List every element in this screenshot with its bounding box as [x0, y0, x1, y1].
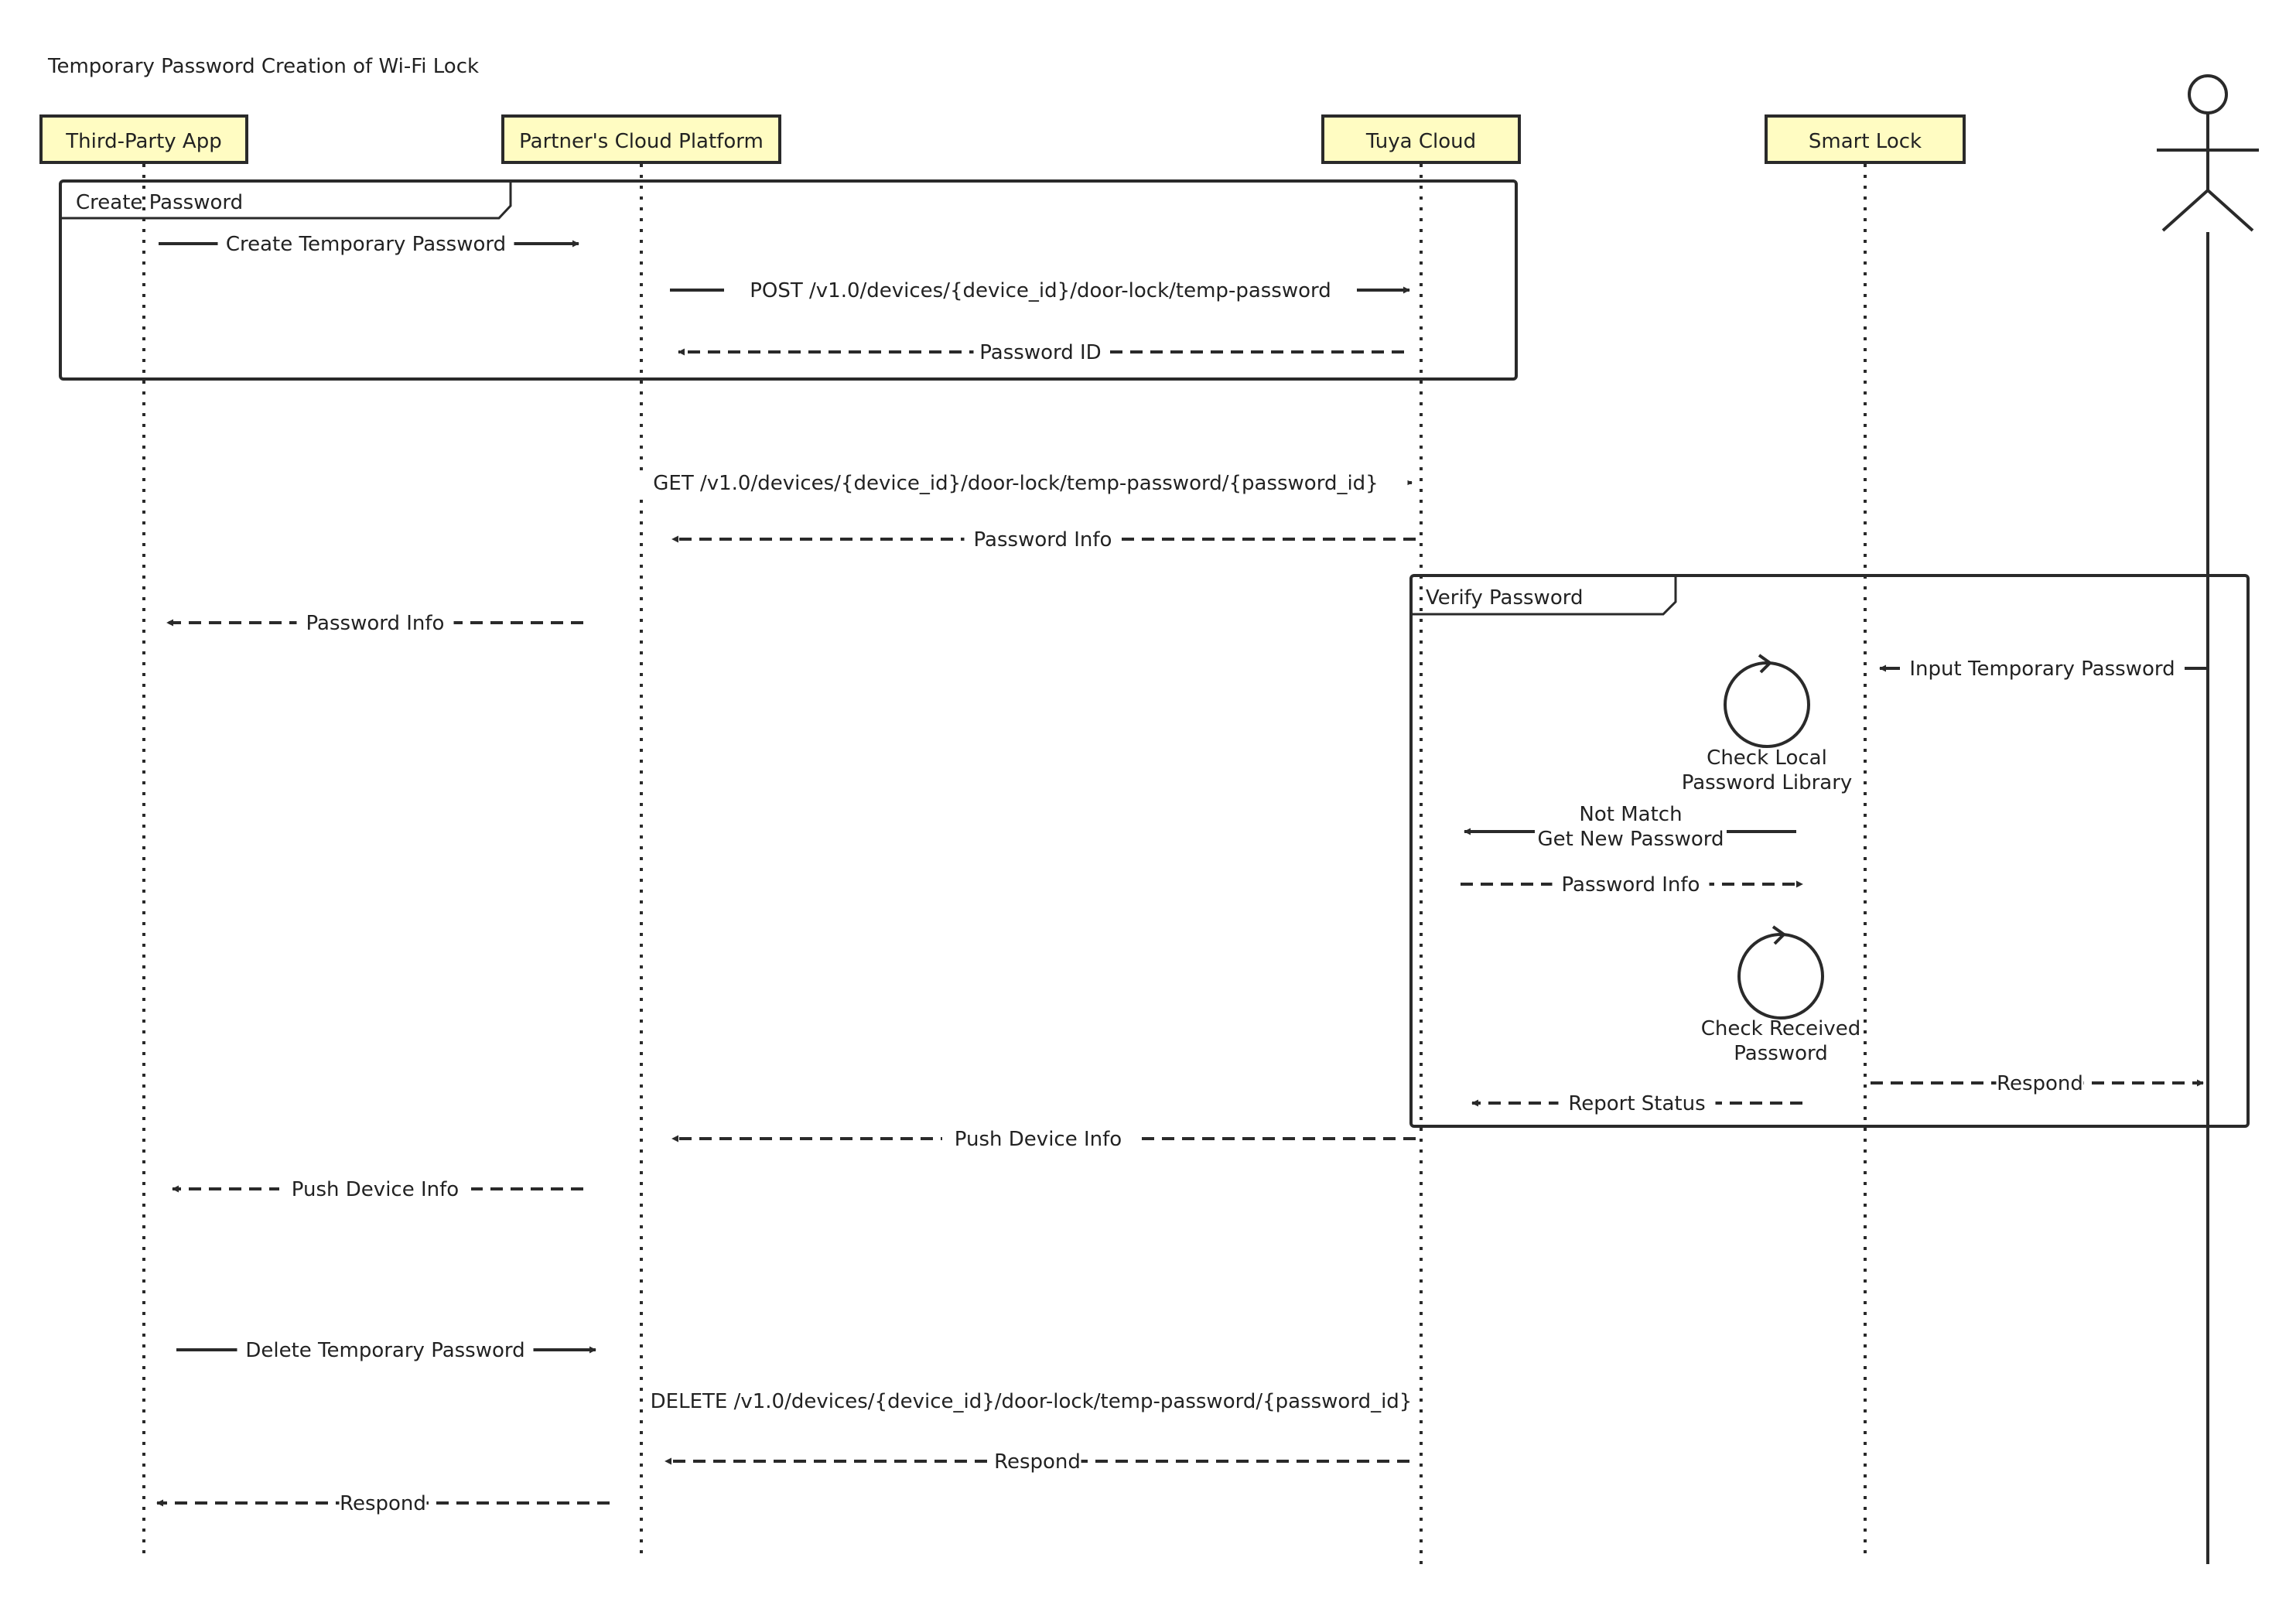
self-call-label: Password: [1734, 1042, 1827, 1065]
message: DELETE /v1.0/devices/{device_id}/door-lo…: [651, 1390, 1413, 1413]
message-label: Password Info: [974, 528, 1112, 552]
participant-label-lock: Smart Lock: [1809, 130, 1922, 153]
message: Respond: [1871, 1071, 2204, 1095]
actor-user-icon: [2157, 74, 2259, 232]
frame-create-password: Create Password: [59, 179, 1518, 381]
message-label: Delete Temporary Password: [245, 1339, 524, 1362]
message: POST /v1.0/devices/{device_id}/door-lock…: [670, 278, 1410, 302]
message-label: Not Match: [1579, 803, 1682, 826]
message-label: Respond: [1997, 1072, 2083, 1095]
message: Password Info: [1461, 872, 1803, 897]
message: Report Status: [1471, 1091, 1802, 1115]
message: Password Info: [671, 527, 1416, 552]
message: Delete Temporary Password: [176, 1337, 596, 1362]
participant-tuya-cloud: Tuya Cloud: [1321, 114, 1521, 164]
message: Push Device Info: [671, 1126, 1416, 1151]
frame-label-create: Create Password: [76, 191, 243, 214]
self-call-label: Check Received: [1701, 1017, 1861, 1040]
message: Password Info: [166, 610, 583, 635]
message-label: Password ID: [979, 341, 1101, 364]
participant-label-tuya: Tuya Cloud: [1365, 130, 1476, 153]
participant-label-app: Third-Party App: [65, 130, 221, 153]
message: Create Temporary Password: [159, 231, 579, 256]
self-call-loop-icon: [1724, 661, 1810, 748]
self-call-label: Check Local: [1707, 746, 1827, 770]
message: Respond: [156, 1491, 610, 1515]
participants: Third-Party App Partner's Cloud Platform…: [39, 74, 2259, 232]
message-label: Create Temporary Password: [226, 233, 506, 256]
frame-verify-password: Verify Password: [1409, 574, 2250, 1128]
message-label: Get New Password: [1537, 828, 1724, 851]
message-label: Password Info: [306, 612, 445, 635]
lifelines: [142, 164, 2209, 1567]
message: Push Device Info: [172, 1177, 583, 1201]
frames: Create Password Verify Password: [59, 179, 2250, 1128]
message-label: Input Temporary Password: [1909, 658, 2175, 681]
message: Password ID: [678, 340, 1404, 364]
message: Input Temporary Password: [1879, 656, 2206, 681]
self-call-label: Password Library: [1682, 771, 1853, 794]
message-label: Password Info: [1562, 873, 1700, 897]
frame-label-verify: Verify Password: [1426, 586, 1583, 610]
participant-partner-cloud: Partner's Cloud Platform: [501, 114, 781, 164]
message: Respond: [665, 1449, 1409, 1474]
message-label: Respond: [994, 1450, 1081, 1474]
message-label: Respond: [340, 1492, 426, 1515]
message-label: Push Device Info: [292, 1178, 459, 1201]
participant-smart-lock: Smart Lock: [1765, 114, 1966, 164]
message-label: Push Device Info: [955, 1128, 1122, 1151]
participant-label-partner: Partner's Cloud Platform: [519, 130, 764, 153]
self-call-loop-icon: [1737, 933, 1824, 1020]
message-label: Report Status: [1568, 1092, 1705, 1115]
participant-third-party-app: Third-Party App: [39, 114, 248, 164]
diagram-title: Temporary Password Creation of Wi-Fi Loc…: [47, 55, 479, 78]
message: GET /v1.0/devices/{device_id}/door-lock/…: [624, 470, 1413, 495]
message-label: DELETE /v1.0/devices/{device_id}/door-lo…: [651, 1390, 1413, 1413]
message-label: GET /v1.0/devices/{device_id}/door-lock/…: [653, 472, 1378, 495]
message-label: POST /v1.0/devices/{device_id}/door-lock…: [750, 279, 1331, 302]
